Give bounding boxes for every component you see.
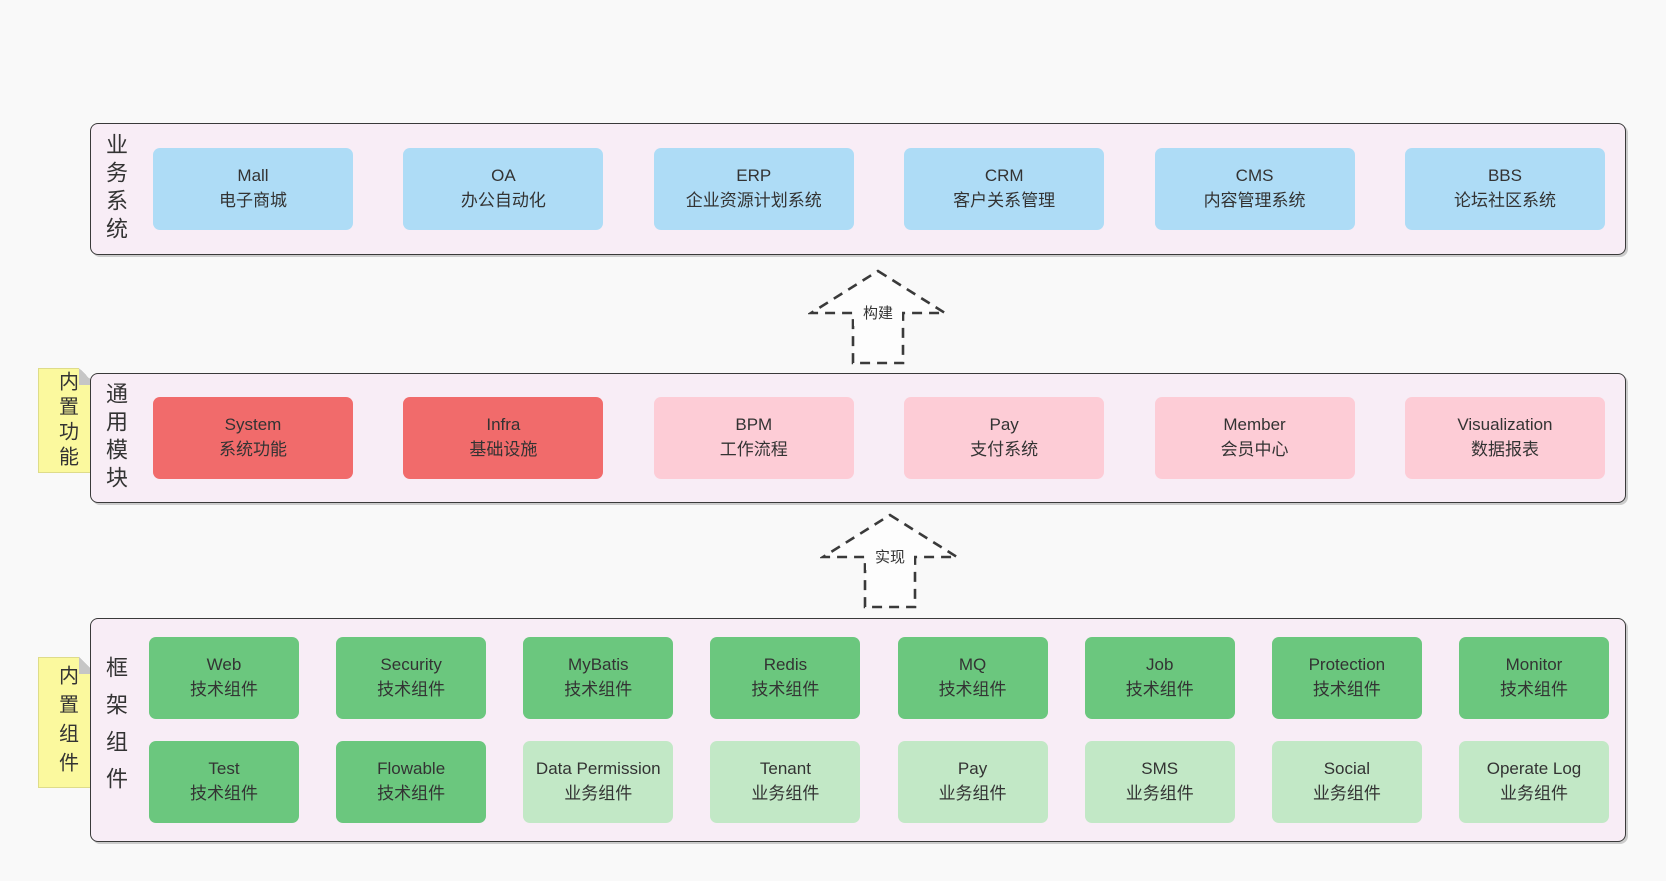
box-subtitle: 业务组件 xyxy=(1125,784,1194,803)
box-subtitle: 内容管理系统 xyxy=(1203,191,1306,210)
box-subtitle: 办公自动化 xyxy=(460,191,546,210)
box-infra: Infra 基础设施 xyxy=(403,397,604,479)
box-flowable: Flowable 技术组件 xyxy=(336,741,487,823)
box-redis: Redis 技术组件 xyxy=(710,637,861,719)
box-title: BBS xyxy=(1487,166,1522,186)
box-title: Operate Log xyxy=(1486,759,1582,779)
box-subtitle: 技术组件 xyxy=(377,680,446,699)
box-title: CRM xyxy=(984,166,1024,186)
box-title: ERP xyxy=(736,166,772,186)
box-title: Web xyxy=(206,655,242,675)
box-title: Data Permission xyxy=(535,759,661,779)
box-title: Pay xyxy=(989,415,1019,435)
box-web: Web 技术组件 xyxy=(149,637,299,719)
box-title: SMS xyxy=(1141,759,1179,779)
box-operate-log: Operate Log 业务组件 xyxy=(1458,741,1609,823)
box-security: Security 技术组件 xyxy=(336,637,487,719)
box-oa: OA 办公自动化 xyxy=(403,148,604,230)
build-arrow: 构建 xyxy=(808,269,948,365)
box-title: Test xyxy=(208,759,240,779)
box-subtitle: 系统功能 xyxy=(219,440,287,459)
box-subtitle: 技术组件 xyxy=(377,784,446,803)
box-social: Social 业务组件 xyxy=(1271,741,1422,823)
box-cms: CMS 内容管理系统 xyxy=(1154,148,1355,230)
box-subtitle: 电子商城 xyxy=(219,191,287,210)
box-subtitle: 业务组件 xyxy=(564,784,633,803)
box-subtitle: 业务组件 xyxy=(938,784,1007,803)
box-job: Job 技术组件 xyxy=(1084,637,1235,719)
box-title: MyBatis xyxy=(568,655,629,675)
box-title: Job xyxy=(1145,655,1174,675)
box-title: Mall xyxy=(237,166,269,186)
box-subtitle: 工作流程 xyxy=(719,440,788,459)
box-member: Member 会员中心 xyxy=(1154,397,1355,479)
box-subtitle: 业务组件 xyxy=(751,784,820,803)
box-crm: CRM 客户关系管理 xyxy=(904,148,1105,230)
box-title: Security xyxy=(380,655,442,675)
box-sms: SMS 业务组件 xyxy=(1084,741,1235,823)
box-subtitle: 技术组件 xyxy=(190,680,258,699)
box-bbs: BBS 论坛社区系统 xyxy=(1404,148,1605,230)
sticky-note-built-in-components: 内置组件 xyxy=(38,657,96,788)
band-common-modules: 通用模块 System 系统功能 Infra 基础设施 BPM 工作流程 Pay… xyxy=(90,373,1626,503)
build-arrow-label: 构建 xyxy=(863,305,893,322)
box-subtitle: 技术组件 xyxy=(1125,680,1194,699)
box-title: MQ xyxy=(958,655,987,675)
box-title: Tenant xyxy=(759,759,811,779)
box-system: System 系统功能 xyxy=(153,397,353,479)
box-title: Redis xyxy=(763,655,808,675)
box-visualization: Visualization 数据报表 xyxy=(1404,397,1605,479)
box-title: Pay xyxy=(957,759,988,779)
sticky-note-built-in-features: 内置功能 xyxy=(38,368,96,473)
box-title: Protection xyxy=(1308,655,1386,675)
box-pay-component: Pay 业务组件 xyxy=(897,741,1048,823)
business-box-row: Mall 电子商城 OA 办公自动化 ERP 企业资源计划系统 CRM 客户关系… xyxy=(139,148,1625,230)
box-subtitle: 技术组件 xyxy=(751,680,820,699)
box-mybatis: MyBatis 技术组件 xyxy=(523,637,674,719)
box-subtitle: 会员中心 xyxy=(1220,440,1289,459)
box-title: Member xyxy=(1223,415,1286,435)
box-subtitle: 技术组件 xyxy=(1499,680,1568,699)
box-subtitle: 客户关系管理 xyxy=(953,191,1056,210)
implement-arrow-label: 实现 xyxy=(875,549,905,566)
box-data-permission: Data Permission 业务组件 xyxy=(523,741,674,823)
band-label-framework-components: 框架组件 xyxy=(103,656,128,804)
box-title: Visualization xyxy=(1457,415,1553,435)
box-title: Flowable xyxy=(377,759,446,779)
box-erp: ERP 企业资源计划系统 xyxy=(653,148,854,230)
box-protection: Protection 技术组件 xyxy=(1271,637,1422,719)
box-subtitle: 支付系统 xyxy=(970,440,1039,459)
components-box-grid: Web 技术组件 Security 技术组件 MyBatis 技术组件 Redi… xyxy=(139,637,1625,823)
box-mall: Mall 电子商城 xyxy=(153,148,353,230)
box-subtitle: 业务组件 xyxy=(1499,784,1568,803)
box-test: Test 技术组件 xyxy=(149,741,299,823)
box-subtitle: 技术组件 xyxy=(564,680,633,699)
box-subtitle: 技术组件 xyxy=(190,784,258,803)
modules-box-row: System 系统功能 Infra 基础设施 BPM 工作流程 Pay 支付系统… xyxy=(139,397,1625,479)
box-pay-system: Pay 支付系统 xyxy=(904,397,1105,479)
box-subtitle: 业务组件 xyxy=(1312,784,1381,803)
band-business-systems: 业务系统 Mall 电子商城 OA 办公自动化 ERP 企业资源计划系统 CRM… xyxy=(90,123,1626,255)
box-bpm: BPM 工作流程 xyxy=(653,397,854,479)
box-title: BPM xyxy=(735,415,773,435)
box-title: Monitor xyxy=(1505,655,1563,675)
box-subtitle: 企业资源计划系统 xyxy=(685,191,822,210)
box-subtitle: 技术组件 xyxy=(938,680,1007,699)
implement-arrow: 实现 xyxy=(820,513,960,609)
box-subtitle: 论坛社区系统 xyxy=(1453,191,1556,210)
box-subtitle: 技术组件 xyxy=(1312,680,1381,699)
box-title: System xyxy=(224,415,282,435)
band-label-business-systems: 业务系统 xyxy=(103,133,128,245)
box-subtitle: 基础设施 xyxy=(469,440,538,459)
box-subtitle: 数据报表 xyxy=(1470,440,1539,459)
box-tenant: Tenant 业务组件 xyxy=(710,741,861,823)
band-label-common-modules: 通用模块 xyxy=(103,382,128,494)
box-title: CMS xyxy=(1235,166,1274,186)
box-mq: MQ 技术组件 xyxy=(897,637,1048,719)
box-title: Infra xyxy=(486,415,521,435)
box-title: Social xyxy=(1323,759,1370,779)
box-title: OA xyxy=(491,166,516,186)
box-monitor: Monitor 技术组件 xyxy=(1458,637,1609,719)
band-framework-components: 框架组件 Web 技术组件 Security 技术组件 MyBatis 技术组件… xyxy=(90,618,1626,842)
